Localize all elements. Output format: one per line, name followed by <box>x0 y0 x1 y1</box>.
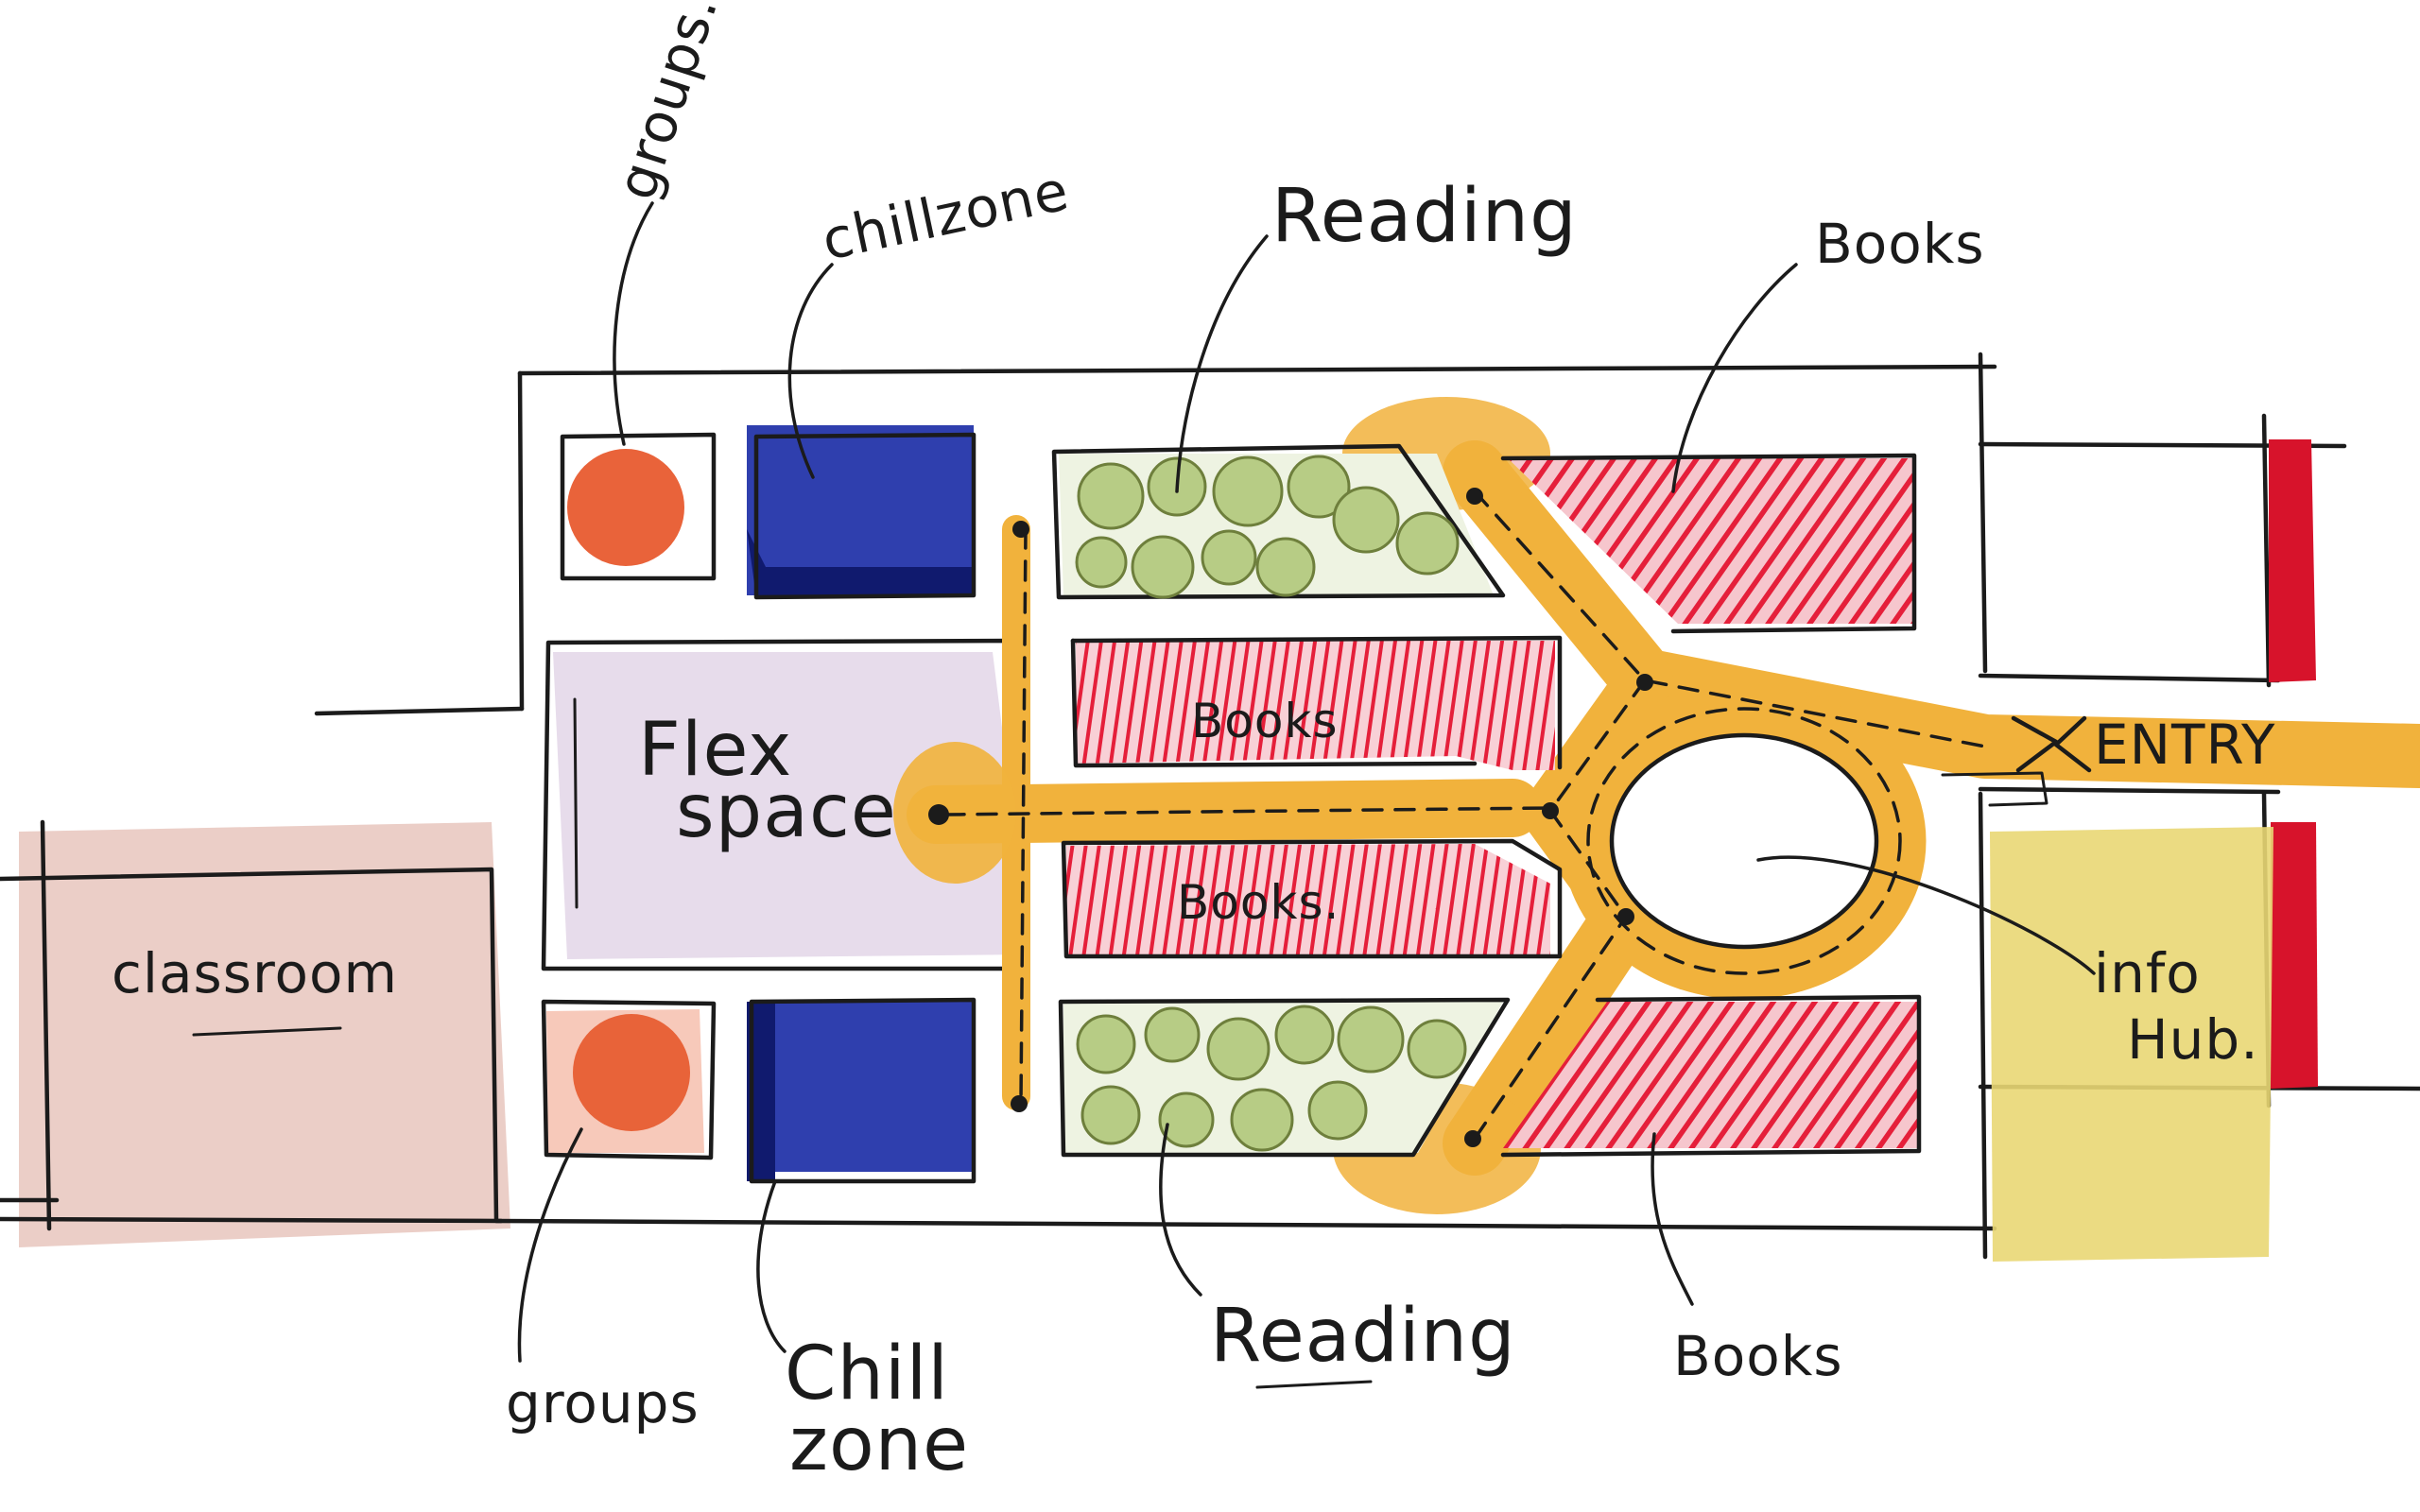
flex-space-label-line2: space <box>676 769 897 854</box>
books-inner-upper-label: Books <box>1191 694 1339 748</box>
books-inner-lower: Books. <box>1061 838 1563 959</box>
info-hub-area <box>1990 827 2273 1262</box>
groups-top <box>560 432 717 581</box>
reading-top-label: Reading <box>1271 174 1578 259</box>
chill-zone-bottom-label-line1: Chill <box>785 1332 949 1417</box>
books-bottom-label: Books <box>1673 1324 1843 1388</box>
books-top <box>1500 453 1917 634</box>
accent-bar-top <box>2269 439 2316 682</box>
classroom-label: classroom <box>112 941 398 1005</box>
leader-lines <box>517 201 2096 1363</box>
flex-space: Flex space <box>541 638 1030 971</box>
info-hub-label-line2: Hub. <box>2127 1007 2259 1072</box>
books-inner-upper: Books <box>1070 635 1563 770</box>
chill-zone-bottom-label-line2: zone <box>789 1402 969 1487</box>
info-hub-desk <box>1609 732 1879 950</box>
entry-label: ENTRY <box>2094 713 2275 777</box>
flex-space-label-line1: Flex <box>638 708 792 793</box>
reading-bottom-label: Reading <box>1210 1294 1516 1379</box>
reading-bottom-underline <box>1255 1380 1373 1389</box>
books-top-label: Books <box>1815 212 1985 276</box>
reading-top <box>1051 443 1506 600</box>
entry-marker: ENTRY <box>1941 713 2275 807</box>
groups-bottom-label: groups <box>506 1371 700 1435</box>
accent-bar-bottom <box>2271 822 2318 1089</box>
reading-bottom <box>1058 997 1511 1158</box>
circulation-dashed-route <box>928 488 1987 1147</box>
books-inner-lower-label: Books. <box>1177 875 1340 930</box>
chill-zone-top-label: chillzone <box>817 158 1075 272</box>
info-hub-label-line1: info <box>2094 941 2201 1005</box>
chill-zone-top <box>747 425 977 600</box>
books-bottom <box>1500 994 1922 1158</box>
groups-bottom <box>541 999 717 1160</box>
circulation-node-flex <box>893 742 1016 884</box>
chill-zone-bottom <box>747 997 977 1184</box>
classroom-area: classroom <box>0 819 510 1247</box>
groups-top-label: groups. <box>604 0 731 207</box>
